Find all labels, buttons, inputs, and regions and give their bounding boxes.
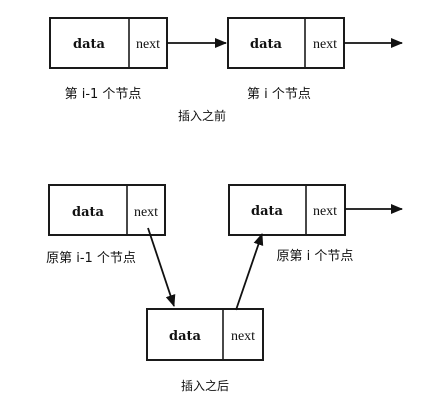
new-node-box: [146, 308, 264, 361]
new-node-data-label: data: [169, 329, 202, 344]
after-new-node: data next: [146, 308, 264, 361]
after-section: data next data next 原第 i-1 个节点 原第 i 个节点 …: [46, 184, 403, 393]
after-node-1-box: [48, 184, 166, 236]
before-node-1-box: [49, 17, 168, 69]
before-node-2: data next: [227, 17, 345, 69]
before-node-1-caption: 第 i-1 个节点: [65, 87, 142, 102]
after-caption: 插入之后: [181, 379, 229, 393]
before-node-1-data-label: data: [73, 37, 106, 52]
before-caption: 插入之前: [178, 108, 226, 123]
after-node-2-caption: 原第 i 个节点: [277, 249, 354, 264]
after-node-2-next-label: next: [313, 204, 337, 219]
after-node-1-data-label: data: [72, 205, 105, 220]
new-node-next-label: next: [231, 329, 255, 344]
before-section: data next data next 第 i-1 个节点 第 i 个节点 插入…: [49, 17, 403, 123]
after-node-2-box: [228, 184, 346, 236]
after-arrow-new-to-node2: [235, 233, 264, 311]
after-node-1-caption: 原第 i-1 个节点: [46, 251, 136, 266]
before-node-2-data-label: data: [250, 37, 283, 52]
before-node-1: data next: [49, 17, 168, 69]
after-node-2-data-label: data: [251, 204, 284, 219]
before-node-2-next-label: next: [313, 37, 337, 52]
after-node-1-next-label: next: [134, 205, 158, 220]
before-node-2-caption: 第 i 个节点: [247, 87, 311, 102]
after-node-1: data next: [48, 184, 166, 236]
after-node-2: data next: [228, 184, 346, 236]
after-arrow-node1-to-new: [147, 227, 176, 307]
before-node-1-next-label: next: [136, 37, 160, 52]
